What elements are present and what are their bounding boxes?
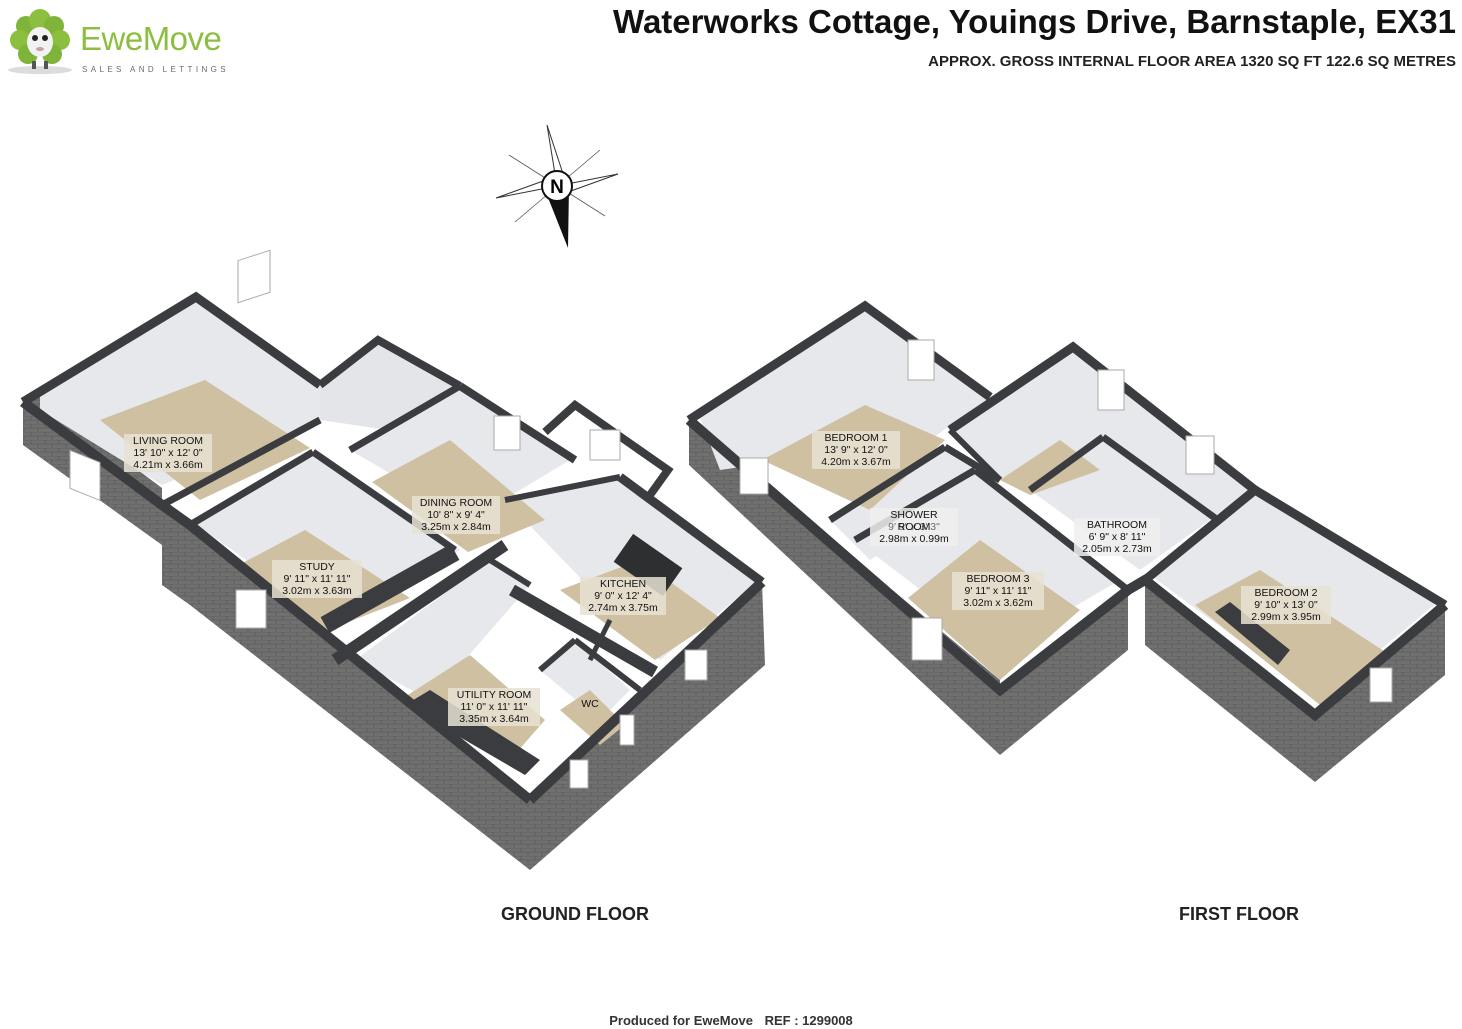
svg-text:3.02m x 3.62m: 3.02m x 3.62m xyxy=(963,597,1033,609)
svg-text:4.20m x 3.67m: 4.20m x 3.67m xyxy=(821,456,891,468)
compass-icon: N xyxy=(495,124,619,248)
produced-for-text: Produced for EweMove xyxy=(609,1013,753,1028)
brand-tagline: SALES AND LETTINGS xyxy=(82,65,230,74)
study-label: STUDY 9' 11" x 11' 11" 3.02m x 3.63m xyxy=(272,560,362,598)
svg-text:3.02m x 3.63m: 3.02m x 3.63m xyxy=(282,585,352,597)
sheep-mascot-icon xyxy=(8,9,72,74)
svg-text:BATHROOM: BATHROOM xyxy=(1087,519,1147,531)
svg-text:4.21m x 3.66m: 4.21m x 3.66m xyxy=(133,459,203,471)
brand-logo[interactable]: EweMove SALES AND LETTINGS xyxy=(4,6,244,76)
bedroom-2-label: BEDROOM 2 9' 10" x 13' 0" 2.99m x 3.95m xyxy=(1241,586,1331,624)
svg-text:WC: WC xyxy=(581,698,599,710)
ground-floor-plan xyxy=(20,249,766,870)
shower-room-label: SHOWER ROOM 9' 9" x 3' 3" 2.98m x 0.99m xyxy=(870,508,958,546)
svg-text:STUDY: STUDY xyxy=(299,561,335,573)
svg-text:UTILITY ROOM: UTILITY ROOM xyxy=(457,689,531,701)
svg-text:9' 0" x 12' 4": 9' 0" x 12' 4" xyxy=(594,590,652,602)
svg-text:13' 10" x 12' 0": 13' 10" x 12' 0" xyxy=(133,447,203,459)
svg-text:SHOWER: SHOWER xyxy=(890,509,938,521)
svg-text:10' 8" x 9' 4": 10' 8" x 9' 4" xyxy=(427,509,485,521)
svg-text:11' 0" x 11' 11": 11' 0" x 11' 11" xyxy=(461,701,528,713)
reference-number: REF : 1299008 xyxy=(764,1013,853,1028)
bathroom-label: BATHROOM 6' 9" x 8' 11" 2.05m x 2.73m xyxy=(1074,518,1160,556)
svg-text:6' 9" x 8' 11": 6' 9" x 8' 11" xyxy=(1089,531,1146,543)
first-floor-plan xyxy=(685,300,1449,782)
svg-text:BEDROOM 2: BEDROOM 2 xyxy=(1254,587,1317,599)
property-title: Waterworks Cottage, Youings Drive, Barns… xyxy=(613,3,1456,40)
svg-text:BEDROOM 1: BEDROOM 1 xyxy=(824,432,887,444)
svg-text:2.98m x 0.99m: 2.98m x 0.99m xyxy=(879,533,949,545)
dining-room-label: DINING ROOM 10' 8" x 9' 4" 3.25m x 2.84m xyxy=(412,496,500,534)
svg-text:9' 11" x 11' 11": 9' 11" x 11' 11" xyxy=(284,573,351,585)
svg-text:9' 11" x 11' 11": 9' 11" x 11' 11" xyxy=(965,585,1032,597)
floor-area-subtitle: APPROX. GROSS INTERNAL FLOOR AREA 1320 S… xyxy=(928,53,1456,70)
svg-text:2.74m x 3.75m: 2.74m x 3.75m xyxy=(588,602,658,614)
svg-text:3.35m x 3.64m: 3.35m x 3.64m xyxy=(459,713,529,725)
svg-text:2.99m x 3.95m: 2.99m x 3.95m xyxy=(1251,611,1321,623)
svg-text:ROOM: ROOM xyxy=(898,521,931,533)
footer: Produced for EweMove REF : 1299008 xyxy=(0,1013,1462,1028)
first-floor-caption: FIRST FLOOR xyxy=(1179,904,1299,924)
kitchen-label: KITCHEN 9' 0" x 12' 4" 2.74m x 3.75m xyxy=(580,577,666,615)
svg-text:KITCHEN: KITCHEN xyxy=(600,578,646,590)
svg-text:DINING ROOM: DINING ROOM xyxy=(420,497,492,509)
svg-text:BEDROOM 3: BEDROOM 3 xyxy=(966,573,1029,585)
svg-text:LIVING ROOM: LIVING ROOM xyxy=(133,435,203,447)
compass-north-label: N xyxy=(550,177,564,198)
bedroom-3-label: BEDROOM 3 9' 11" x 11' 11" 3.02m x 3.62m xyxy=(952,572,1044,610)
wc-label: WC xyxy=(581,698,599,710)
svg-text:9' 9" x 3' 3": 9' 9" x 3' 3" xyxy=(888,521,940,533)
svg-text:2.05m x 2.73m: 2.05m x 2.73m xyxy=(1082,543,1152,555)
svg-text:9' 10" x 13' 0": 9' 10" x 13' 0" xyxy=(1254,599,1318,611)
svg-text:3.25m x 2.84m: 3.25m x 2.84m xyxy=(421,521,491,533)
ground-floor-caption: GROUND FLOOR xyxy=(501,904,649,924)
brand-name: EweMove xyxy=(80,20,222,57)
bedroom-1-label: BEDROOM 1 13' 9" x 12' 0" 4.20m x 3.67m xyxy=(812,431,900,469)
utility-room-label: UTILITY ROOM 11' 0" x 11' 11" 3.35m x 3.… xyxy=(448,688,540,726)
living-room-label: LIVING ROOM 13' 10" x 12' 0" 4.21m x 3.6… xyxy=(124,434,212,472)
svg-text:13' 9" x 12' 0": 13' 9" x 12' 0" xyxy=(824,444,888,456)
